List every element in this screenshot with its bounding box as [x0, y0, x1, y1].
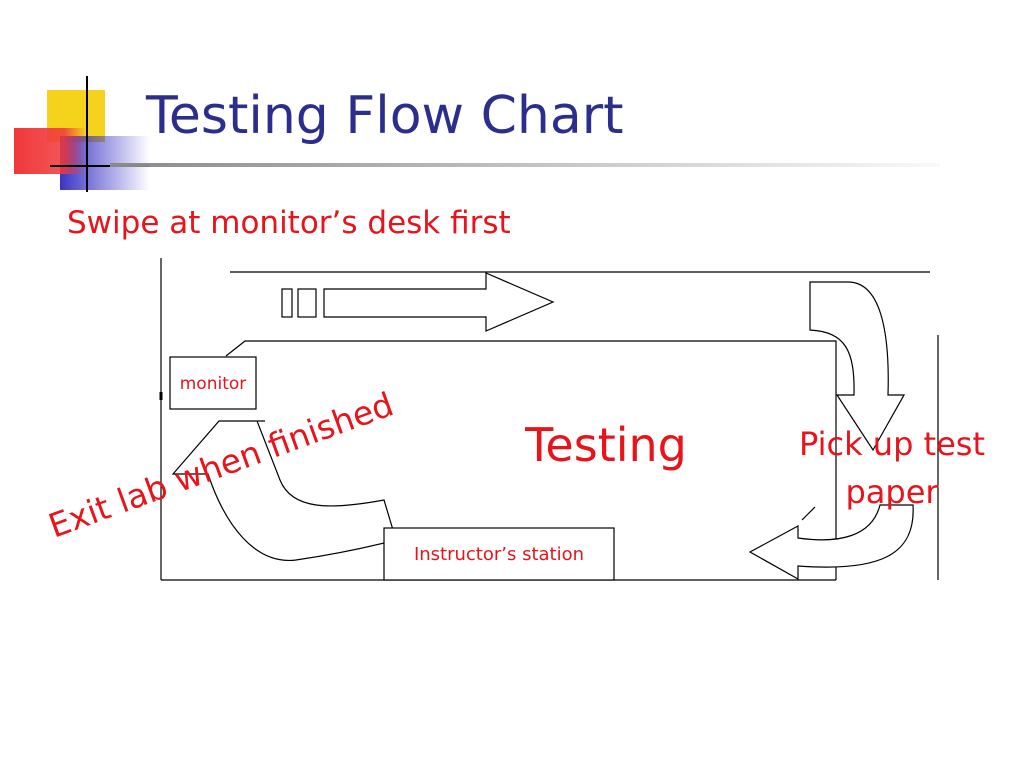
left-curved-arrow [748, 504, 914, 581]
monitor-label: monitor [180, 374, 247, 394]
entry-mark-1 [281, 288, 293, 318]
entry-mark-2 [297, 288, 317, 318]
testing-label: Testing [524, 418, 687, 472]
instructor-station-label: Instructor’s station [414, 544, 584, 565]
entry-arrow [323, 272, 555, 332]
exit-curved-arrow [171, 420, 397, 561]
pickup-leader-line [801, 506, 816, 521]
slide-title: Testing Flow Chart [146, 86, 624, 146]
slide-subtitle: Swipe at monitor’s desk first [67, 205, 511, 241]
testing-area-outline [225, 340, 837, 580]
pickup-label-line1: Pick up test [799, 425, 985, 463]
pickup-label-line2: paper [845, 473, 939, 511]
title-underline [110, 163, 940, 167]
instructor-station [383, 527, 615, 581]
down-curved-arrow [809, 281, 906, 452]
monitor-desk [169, 356, 257, 410]
